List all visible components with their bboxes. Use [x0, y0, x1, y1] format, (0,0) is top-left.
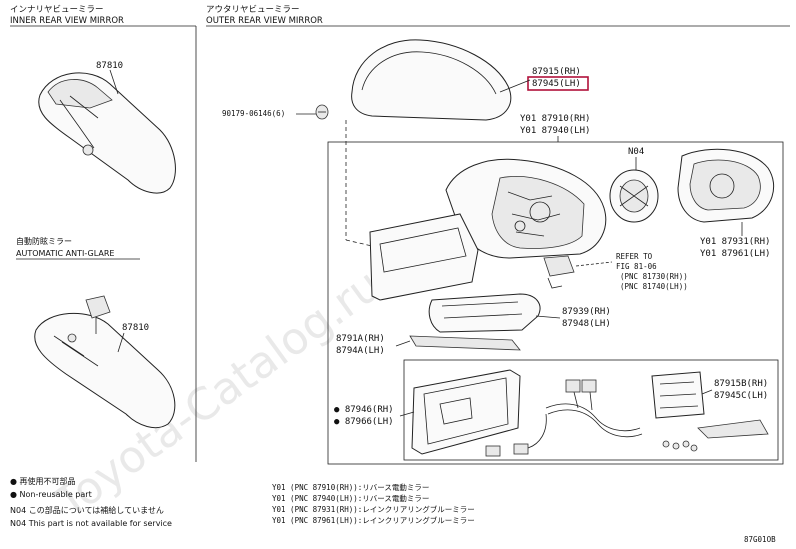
- harness-rh-label: 87915B(RH): [714, 379, 768, 389]
- sub-assy-frame: [403, 359, 779, 461]
- mirror-body: [445, 158, 607, 259]
- mirror-glass: [677, 148, 775, 223]
- garnish-part: [409, 335, 521, 351]
- mirror-base: [345, 213, 479, 301]
- glass-lh-label: Y01 87961(LH): [700, 249, 770, 259]
- legend-nonreuse-jp: ● 再使用不可部品: [10, 476, 76, 486]
- housing-rh-label: ● 87946(RH): [334, 405, 394, 415]
- garnish-lh-label: 8794A(LH): [336, 346, 385, 356]
- refer-line-2: FIG 81-06: [616, 262, 657, 271]
- garnish-rh-label: 8791A(RH): [336, 334, 385, 344]
- figure-code: 87G01OB: [744, 535, 776, 544]
- inner-mirror-standard: [38, 72, 176, 194]
- mirror-housing: [411, 369, 521, 455]
- assy-lh-label: Y01 87940(LH): [520, 126, 590, 136]
- screw-part: [315, 104, 329, 120]
- leader-harness: [701, 389, 713, 395]
- leader-inner-bottom: [117, 332, 125, 353]
- anti-glare-label-jp: 自動防眩ミラー: [16, 236, 72, 246]
- leader-lamp: [535, 315, 561, 319]
- inner-section-title-jp: インナリヤビューミラー: [10, 5, 104, 15]
- refer-line-1: REFER TO: [616, 252, 653, 261]
- cover-lh-label: 87945(LH): [532, 79, 581, 89]
- mirror-motor: [609, 169, 659, 223]
- footnote-1: Y01 (PNC 87910(RH)):リバース電動ミラー: [272, 483, 429, 492]
- motor-label: N04: [628, 147, 644, 157]
- leader-housing: [399, 411, 415, 417]
- leader-inner-top: [109, 69, 119, 95]
- assy-rh-label: Y01 87910(RH): [520, 114, 590, 124]
- turn-lamp: [428, 293, 541, 333]
- lamp-rh-label: 87939(RH): [562, 307, 611, 317]
- outer-section-title-en: OUTER REAR VIEW MIRROR: [206, 16, 323, 26]
- inner-mirror-anti-glare: [34, 295, 176, 429]
- inner-section-title-en: INNER REAR VIEW MIRROR: [10, 16, 124, 26]
- connector-part: [543, 255, 575, 289]
- highlight-cover-lh: [527, 76, 589, 91]
- inner-mirror-top-label: 87810: [96, 61, 123, 71]
- anti-glare-label-en: AUTOMATIC ANTI-GLARE: [16, 249, 114, 258]
- wire-harness: [485, 379, 643, 457]
- leader-garnish: [395, 340, 411, 347]
- screw-label: 90179-06146(6): [222, 109, 285, 118]
- legend-n04-en: N04 This part is not available for servi…: [10, 519, 172, 528]
- harness-bracket: [651, 371, 705, 452]
- glass-rh-label: Y01 87931(RH): [700, 237, 770, 247]
- harness-cover: [697, 419, 769, 439]
- leader-refer: [575, 261, 613, 267]
- refer-line-4: (PNC 81740(LH)): [620, 282, 688, 291]
- footnote-2: Y01 (PNC 87940(LH)):リバース電動ミラー: [272, 494, 429, 503]
- harness-lh-label: 87945C(LH): [714, 391, 768, 401]
- footnote-3: Y01 (PNC 87931(RH)):レインクリアリングブルーミラー: [272, 504, 475, 514]
- legend-n04-jp: N04 この部品については補給していません: [10, 505, 164, 515]
- inner-mirror-bottom-label: 87810: [122, 323, 149, 333]
- footnote-4: Y01 (PNC 87961(LH)):レインクリアリングブルーミラー: [272, 515, 475, 525]
- housing-lh-label: ● 87966(LH): [334, 417, 394, 427]
- refer-line-3: (PNC 81730(RH)): [620, 272, 688, 281]
- mirror-cover: [351, 39, 512, 121]
- outer-assy-frame: [327, 141, 784, 465]
- cover-rh-label: 87915(RH): [532, 67, 581, 77]
- leader-cover: [499, 79, 531, 93]
- outer-section-title-jp: アウタリヤビューミラー: [206, 5, 300, 15]
- lamp-lh-label: 87948(LH): [562, 319, 611, 329]
- legend-nonreuse-en: ● Non-reusable part: [10, 490, 92, 499]
